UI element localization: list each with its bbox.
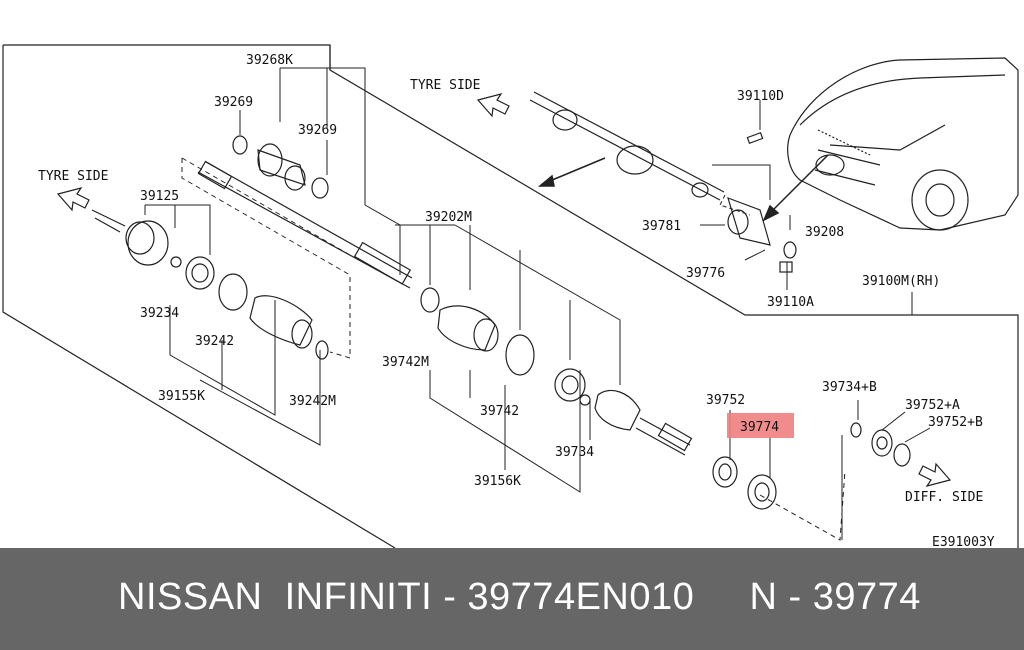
right-boot-assembly — [420, 287, 693, 456]
label-39269-a: 39269 — [214, 95, 253, 110]
label-39110a: 39110A — [767, 295, 814, 310]
part-number-banner: NISSAN INFINITI - 39774EN010 N - 39774 — [0, 548, 1024, 650]
label-tyre-side-left: TYRE SIDE — [38, 169, 108, 184]
tyre-side-arrow-top-icon — [476, 93, 510, 118]
label-39208: 39208 — [805, 225, 844, 240]
direction-arrows — [56, 93, 952, 487]
label-39776: 39776 — [686, 266, 725, 281]
car-illustration — [787, 57, 1019, 231]
label-39268k: 39268K — [246, 53, 293, 68]
label-39734b: 39734+B — [822, 380, 877, 395]
label-39774: 39774 — [740, 420, 779, 435]
label-39742: 39742 — [480, 404, 519, 419]
leader-lines — [144, 67, 931, 541]
label-ref-code: E391003Y — [932, 535, 995, 548]
label-39202m: 39202M — [425, 210, 472, 225]
diff-side-arrow-icon — [918, 462, 952, 487]
label-39155k: 39155K — [158, 389, 205, 404]
left-shaft-assembly — [91, 160, 413, 290]
label-39100m: 39100M(RH) — [862, 274, 940, 289]
left-boot — [218, 135, 329, 360]
label-39110d: 39110D — [737, 89, 784, 104]
label-39269-b: 39269 — [298, 123, 337, 138]
label-39742m: 39742M — [382, 355, 429, 370]
diagram-frame — [2, 44, 1019, 548]
parts-diagram: TYRE SIDE TYRE SIDE DIFF. SIDE 39268K 39… — [2, 44, 1019, 548]
part-number-text: NISSAN INFINITI - 39774EN010 N - 39774 — [118, 576, 921, 618]
label-39242: 39242 — [195, 334, 234, 349]
label-39234: 39234 — [140, 306, 179, 321]
label-tyre-side-top: TYRE SIDE — [410, 78, 480, 93]
part-labels: TYRE SIDE TYRE SIDE DIFF. SIDE 39268K 39… — [38, 53, 995, 548]
label-39156k: 39156K — [474, 474, 521, 489]
bearing-and-seal — [712, 422, 911, 510]
label-39752b: 39752+B — [928, 415, 983, 430]
label-39752a: 39752+A — [905, 398, 960, 413]
pointer-arrows — [537, 154, 829, 222]
label-39125: 39125 — [140, 189, 179, 204]
label-39752: 39752 — [706, 393, 745, 408]
label-39781: 39781 — [642, 219, 681, 234]
label-diff-side: DIFF. SIDE — [905, 490, 983, 505]
label-39734: 39734 — [555, 445, 594, 460]
top-shaft-assembly — [529, 91, 797, 273]
tyre-side-arrow-left-icon — [56, 187, 90, 212]
part-highlight — [727, 413, 794, 438]
label-39242m: 39242M — [289, 394, 336, 409]
